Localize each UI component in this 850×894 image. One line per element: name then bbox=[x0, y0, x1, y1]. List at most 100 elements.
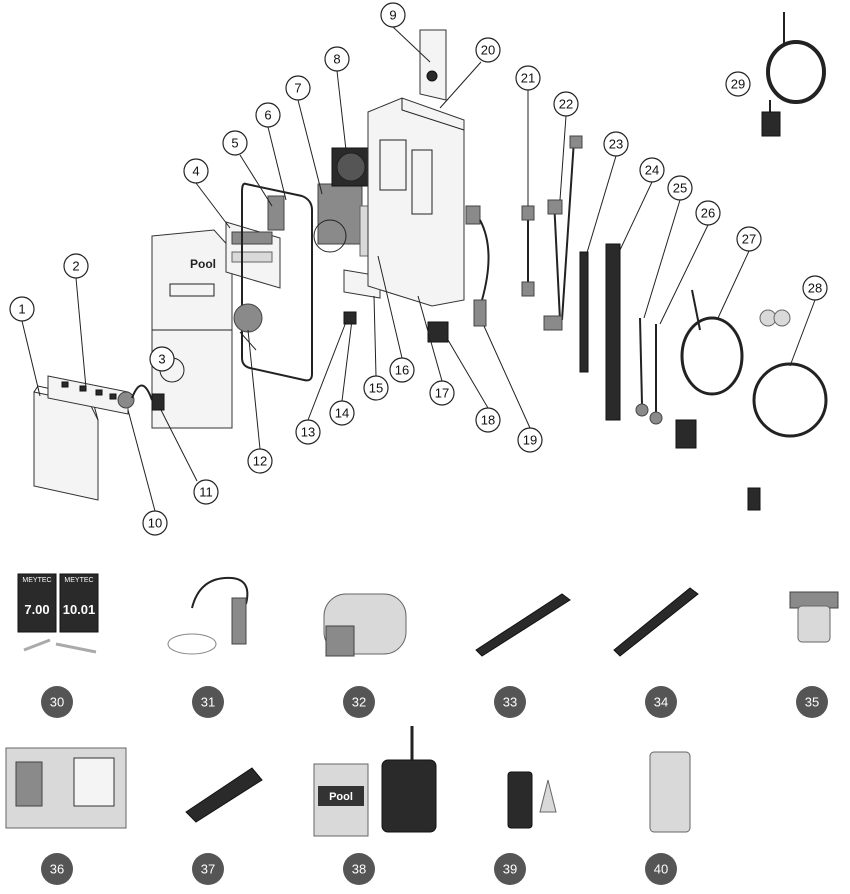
svg-text:23: 23 bbox=[609, 137, 623, 152]
sachet-value-1: 7.00 bbox=[24, 602, 49, 617]
accessory-35-filter-housing bbox=[789, 591, 839, 643]
svg-text:2: 2 bbox=[72, 259, 79, 274]
callout-25: 25 bbox=[667, 175, 693, 201]
svg-text:21: 21 bbox=[521, 71, 535, 86]
part-ribbon-cable-24 bbox=[605, 243, 621, 421]
svg-text:19: 19 bbox=[523, 433, 537, 448]
callout-7: 7 bbox=[285, 75, 311, 101]
sachet-brand-1: MEYTEC bbox=[22, 577, 51, 584]
svg-text:9: 9 bbox=[389, 8, 396, 23]
unit-logo-text: Pool bbox=[190, 257, 216, 271]
part-cable-22 bbox=[543, 135, 583, 331]
callout-19: 19 bbox=[517, 427, 543, 453]
badge-31: 31 bbox=[192, 686, 224, 718]
svg-text:10: 10 bbox=[148, 516, 162, 531]
badge-30: 30 bbox=[41, 686, 73, 718]
svg-text:17: 17 bbox=[435, 386, 449, 401]
part-membrane-keypad bbox=[47, 375, 129, 415]
part-rear-housing bbox=[367, 97, 465, 307]
callout-11: 11 bbox=[193, 479, 219, 505]
callout-13: 13 bbox=[295, 419, 321, 445]
svg-text:7: 7 bbox=[294, 81, 301, 96]
callout-17: 17 bbox=[429, 380, 455, 406]
part-ribbon-cable-23 bbox=[579, 251, 589, 373]
callout-18: 18 bbox=[475, 407, 501, 433]
svg-text:6: 6 bbox=[264, 108, 271, 123]
callout-6: 6 bbox=[255, 102, 281, 128]
svg-text:34: 34 bbox=[654, 695, 668, 710]
svg-text:30: 30 bbox=[50, 695, 64, 710]
part-fan bbox=[331, 147, 371, 187]
part-connectors bbox=[343, 311, 357, 325]
callout-26: 26 bbox=[695, 200, 721, 226]
leader-lines bbox=[21, 26, 816, 512]
svg-text:36: 36 bbox=[50, 862, 64, 877]
svg-text:18: 18 bbox=[481, 413, 495, 428]
callout-8: 8 bbox=[324, 46, 350, 72]
callout-28: 28 bbox=[802, 275, 828, 301]
svg-text:13: 13 bbox=[301, 425, 315, 440]
sachet-brand-2: MEYTEC bbox=[64, 577, 93, 584]
callout-12: 12 bbox=[247, 448, 273, 474]
part-sensor-lead-25 bbox=[635, 317, 649, 417]
accessory-33-ph-probe bbox=[475, 593, 571, 657]
callout-10: 10 bbox=[142, 510, 168, 536]
badge-38: 38 bbox=[343, 853, 375, 885]
part-gasket bbox=[241, 182, 313, 382]
badge-40: 40 bbox=[645, 853, 677, 885]
svg-text:11: 11 bbox=[199, 485, 213, 500]
svg-text:26: 26 bbox=[701, 206, 715, 221]
accessory-31-flow-cell-kit bbox=[167, 576, 249, 655]
callout-27: 27 bbox=[736, 226, 762, 252]
part-power-board bbox=[313, 183, 363, 253]
badge-34: 34 bbox=[645, 686, 677, 718]
badge-36: 36 bbox=[41, 853, 73, 885]
callout-21: 21 bbox=[515, 65, 541, 91]
svg-text:22: 22 bbox=[559, 97, 573, 112]
callout-24: 24 bbox=[639, 157, 665, 183]
accessory-38-din-module-and-antenna: Pool bbox=[313, 726, 437, 837]
part-power-supply-29 bbox=[761, 12, 826, 137]
badge-32: 32 bbox=[343, 686, 375, 718]
svg-text:20: 20 bbox=[481, 43, 495, 58]
svg-text:38: 38 bbox=[352, 862, 366, 877]
callout-2: 2 bbox=[63, 253, 89, 279]
badge-35: 35 bbox=[796, 686, 828, 718]
svg-text:5: 5 bbox=[231, 136, 238, 151]
module-logo-text: Pool bbox=[329, 791, 353, 803]
badge-37: 37 bbox=[192, 853, 224, 885]
svg-text:1: 1 bbox=[18, 302, 25, 317]
part-power-cable-27 bbox=[675, 289, 744, 449]
part-cable-gland-assembly bbox=[117, 384, 165, 411]
callout-22: 22 bbox=[553, 91, 579, 117]
svg-text:37: 37 bbox=[201, 862, 215, 877]
svg-text:12: 12 bbox=[253, 454, 267, 469]
svg-text:3: 3 bbox=[158, 352, 165, 367]
svg-text:14: 14 bbox=[335, 406, 349, 421]
svg-text:24: 24 bbox=[645, 163, 659, 178]
badge-39: 39 bbox=[494, 853, 526, 885]
part-cable-21 bbox=[521, 205, 535, 297]
part-small-board bbox=[267, 195, 285, 231]
accessory-32-electrolysis-cell bbox=[323, 593, 407, 657]
callout-15: 15 bbox=[363, 375, 389, 401]
part-probe-cable-28 bbox=[747, 309, 828, 511]
svg-text:8: 8 bbox=[333, 52, 340, 67]
svg-text:4: 4 bbox=[192, 164, 199, 179]
callout-4: 4 bbox=[183, 158, 209, 184]
svg-text:31: 31 bbox=[201, 695, 215, 710]
part-sensor-lead-26 bbox=[649, 324, 663, 425]
svg-text:29: 29 bbox=[731, 77, 745, 92]
svg-text:32: 32 bbox=[352, 695, 366, 710]
accessory-37-chlorine-probe bbox=[185, 767, 263, 823]
callout-16: 16 bbox=[389, 357, 415, 383]
callout-20: 20 bbox=[475, 37, 501, 63]
part-wall-bracket bbox=[419, 29, 447, 101]
part-cable-harness-19 bbox=[465, 205, 490, 327]
svg-text:25: 25 bbox=[673, 181, 687, 196]
callout-14: 14 bbox=[329, 400, 355, 426]
svg-text:27: 27 bbox=[742, 232, 756, 247]
callout-3: 3 bbox=[149, 346, 175, 372]
accessory-36-measurement-panel bbox=[5, 747, 127, 829]
